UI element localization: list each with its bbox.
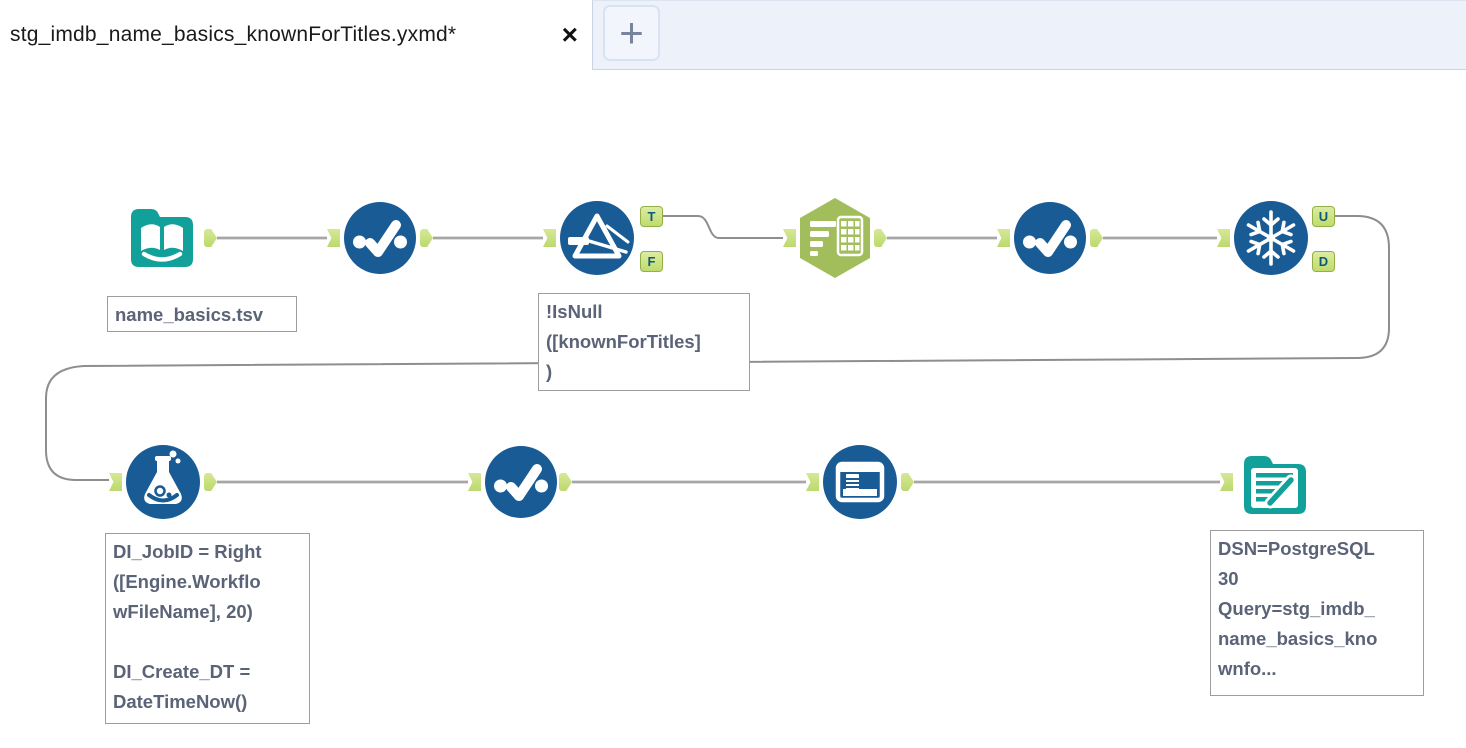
false-output-anchor[interactable]: F xyxy=(640,251,663,272)
workflow-canvas[interactable]: T F xyxy=(0,70,1466,748)
tab-strip: + xyxy=(592,0,1466,70)
annotation-text: wFileName], 20) xyxy=(113,601,253,622)
input-anchor[interactable] xyxy=(783,229,796,247)
bars-table-icon xyxy=(810,215,864,257)
anchor-label-f: F xyxy=(647,254,656,269)
input-data-tool[interactable] xyxy=(124,200,200,279)
input-anchor[interactable] xyxy=(806,473,819,491)
filter-tool[interactable] xyxy=(560,201,634,275)
annotation-text: wnfo... xyxy=(1218,658,1277,679)
browse-window-tool[interactable] xyxy=(823,445,897,519)
input-anchor[interactable] xyxy=(543,229,556,247)
annotation-text: name_basics_kno xyxy=(1218,628,1378,649)
flask-icon xyxy=(144,450,182,504)
annotation-text: DI_JobID = Right xyxy=(113,541,262,562)
annotation-text: DSN=PostgreSQL xyxy=(1218,538,1375,559)
tab-bar: stg_imdb_name_basics_knownForTitles.yxmd… xyxy=(0,0,1466,70)
annotation-text: Query=stg_imdb_ xyxy=(1218,598,1375,619)
snowflake-icon xyxy=(1243,210,1299,266)
filter-annotation[interactable]: !IsNull ([knownForTitles] ) xyxy=(538,293,750,391)
output-anchor[interactable] xyxy=(204,229,217,247)
annotation-text: name_basics.tsv xyxy=(115,304,264,325)
open-book-icon xyxy=(131,209,193,267)
input-anchor[interactable] xyxy=(468,473,481,491)
annotation-text xyxy=(113,627,302,657)
plus-icon: + xyxy=(619,9,644,56)
input-annotation[interactable]: name_basics.tsv xyxy=(107,296,297,332)
workflow-tab-title: stg_imdb_name_basics_knownForTitles.yxmd… xyxy=(10,23,457,46)
input-anchor[interactable] xyxy=(327,229,340,247)
window-table-icon xyxy=(835,461,885,503)
checkmark-icon xyxy=(1023,220,1077,257)
notepad-pencil-icon xyxy=(1244,456,1306,514)
connection-wire[interactable] xyxy=(663,215,783,239)
annotation-text: DI_Create_DT = xyxy=(113,661,251,682)
checkmark-icon xyxy=(494,464,548,501)
annotation-text: 30 xyxy=(1218,568,1239,589)
formula-tool[interactable] xyxy=(126,445,200,519)
output-anchor[interactable] xyxy=(204,473,217,491)
checkmark-icon xyxy=(353,220,407,257)
anchor-label-d: D xyxy=(1318,254,1329,269)
funnel-icon xyxy=(568,213,630,259)
unique-tool[interactable] xyxy=(1234,201,1308,275)
summarize-tool[interactable] xyxy=(800,198,870,278)
true-output-anchor[interactable]: T xyxy=(640,206,663,227)
annotation-text: DateTimeNow() xyxy=(113,691,248,712)
output-anchor[interactable] xyxy=(420,229,433,247)
new-tab-button[interactable]: + xyxy=(603,5,660,61)
select-tool-3[interactable] xyxy=(485,446,557,518)
workflow-tab[interactable]: stg_imdb_name_basics_knownForTitles.yxmd… xyxy=(0,0,592,70)
input-anchor[interactable] xyxy=(1220,473,1233,491)
annotation-text: ([Engine.Workflo xyxy=(113,571,261,592)
annotation-text: ([knownForTitles] xyxy=(546,331,701,352)
select-tool-1[interactable] xyxy=(344,202,416,274)
output-annotation[interactable]: DSN=PostgreSQL 30 Query=stg_imdb_ name_b… xyxy=(1210,530,1424,696)
input-anchor[interactable] xyxy=(109,473,122,491)
anchor-label-u: U xyxy=(1318,209,1329,224)
unique-output-anchor[interactable]: U xyxy=(1312,206,1335,227)
duplicate-output-anchor[interactable]: D xyxy=(1312,251,1335,272)
output-anchor[interactable] xyxy=(874,229,887,247)
annotation-text: !IsNull xyxy=(546,301,603,322)
select-tool-2[interactable] xyxy=(1014,202,1086,274)
output-anchor[interactable] xyxy=(901,473,914,491)
close-tab-icon[interactable]: × xyxy=(561,19,578,50)
formula-annotation[interactable]: DI_JobID = Right ([Engine.Workflo wFileN… xyxy=(105,533,310,724)
annotation-text: ) xyxy=(546,361,553,382)
output-anchor[interactable] xyxy=(559,473,572,491)
output-data-tool[interactable] xyxy=(1237,447,1313,526)
input-anchor[interactable] xyxy=(1217,229,1230,247)
output-anchor[interactable] xyxy=(1090,229,1103,247)
anchor-label-t: T xyxy=(647,209,656,224)
input-anchor[interactable] xyxy=(997,229,1010,247)
